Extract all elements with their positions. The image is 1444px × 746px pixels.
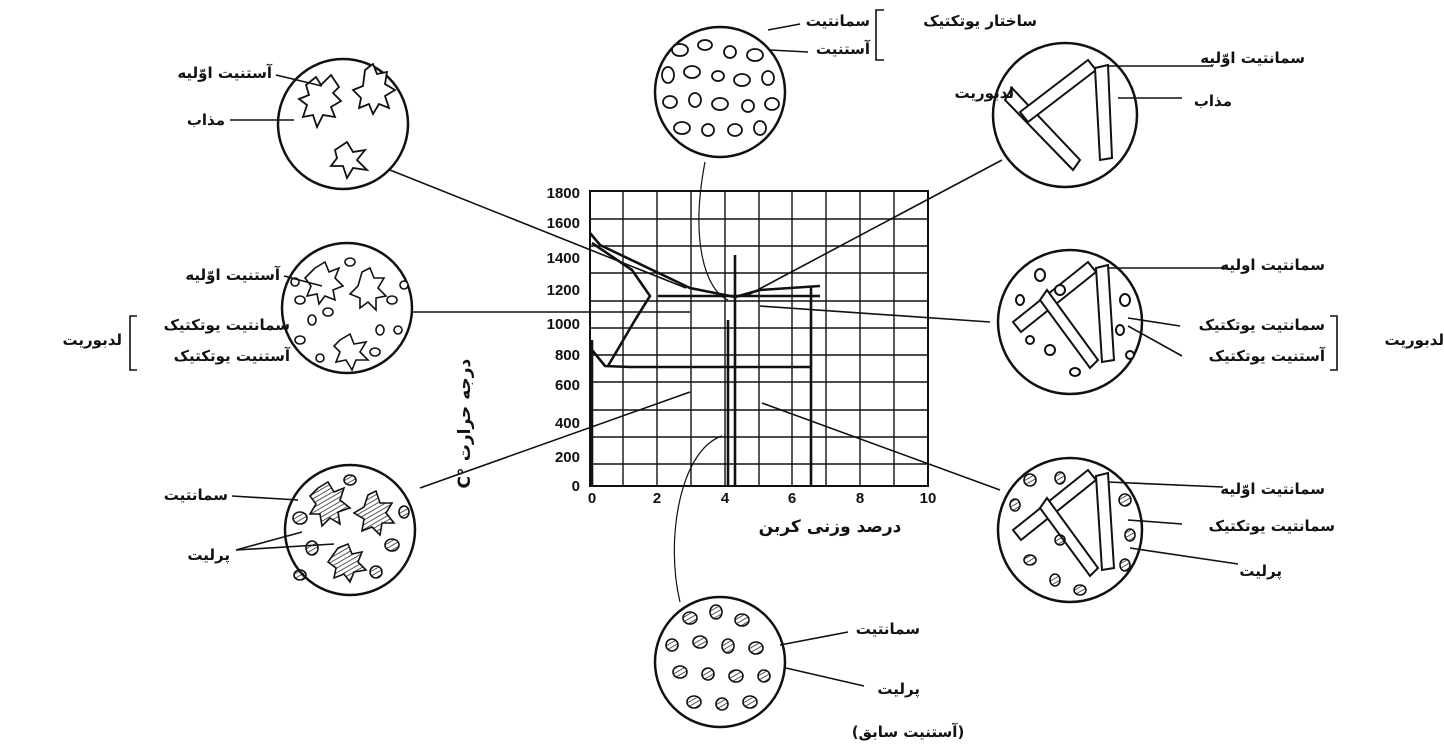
label-eutectic-structure: ساختار یوتکتیک [923, 12, 1037, 30]
y-tick-labels: 0 200 400 600 800 1000 1200 1400 1600 18… [547, 185, 580, 495]
x-tick: 10 [920, 490, 937, 507]
label-primary-austenite: آستنیت اوّلیه [177, 64, 273, 82]
label-eutectic-cementite: سمانتیت یوتکتیک [164, 316, 290, 334]
x-tick: 2 [653, 490, 661, 507]
label-primary-cementite: سمانتیت اوّلیه [1200, 49, 1305, 67]
label-ledeburite: لدبوریت [955, 84, 1014, 102]
y-tick: 1800 [547, 185, 580, 202]
label-pearlite: پرلیت [877, 680, 920, 699]
y-axis-unit-wrap: C° [455, 468, 475, 489]
micrograph-bottom-center-labels: سمانتیت پرلیت (آستنیت سابق) [780, 620, 964, 741]
y-axis-title: درجه حرارت [455, 358, 475, 461]
label-pearlite: پرلیت [187, 546, 230, 565]
micrograph-bottom-left [285, 465, 415, 595]
micrograph-top-left [278, 59, 408, 189]
micrograph-mid-right-labels: سمانتیت اولیه سمانتیت یوتکتیک آستنیت یوت… [1108, 256, 1444, 370]
label-eutectic-austenite: آستنیت یوتکتیک [174, 347, 291, 365]
label-primary-cementite: سمانتیت اولیه [1220, 256, 1325, 274]
label-former-austenite: (آستنیت سابق) [852, 723, 965, 741]
x-tick-labels: 0 2 4 6 8 10 [588, 490, 937, 507]
x-tick: 8 [856, 490, 864, 507]
label-melt: مذاب [187, 111, 225, 129]
micrograph-bottom-right [998, 458, 1142, 602]
phase-diagram-chart: 0 200 400 600 800 1000 1200 1400 1600 18… [455, 185, 936, 537]
label-cementite: سمانتیت [856, 620, 920, 638]
y-axis-unit: C° [455, 468, 475, 489]
x-tick: 0 [588, 490, 596, 507]
label-eutectic-cementite: سمانتیت یوتکتیک [1199, 316, 1325, 334]
x-tick: 4 [721, 490, 730, 507]
label-cementite: سمانتیت [806, 12, 870, 30]
micrograph-top-right [993, 43, 1137, 187]
label-ledeburite: لدبوریت [1385, 331, 1444, 349]
label-melt: مذاب [1194, 92, 1232, 110]
micrograph-mid-right [998, 250, 1142, 394]
label-primary-austenite: آستنیت اوّلیه [185, 266, 281, 284]
y-tick: 1200 [547, 282, 580, 299]
x-tick: 6 [788, 490, 796, 507]
y-axis-label: درجه حرارت [455, 358, 475, 461]
label-primary-cementite: سمانتیت اوّلیه [1220, 480, 1325, 498]
label-eutectic-austenite: آستنیت یوتکتیک [1209, 347, 1326, 365]
micrograph-mid-left [282, 243, 412, 373]
y-tick: 1400 [547, 250, 580, 267]
label-eutectic-cementite: سمانتیت یوتکتیک [1209, 517, 1335, 535]
micrograph-top-center-labels: سمانتیت آستنیت ساختار یوتکتیک [768, 10, 1037, 60]
label-austenite: آستنیت [816, 40, 871, 58]
micrograph-bottom-center [655, 597, 785, 727]
x-axis-label: درصد وزنی کربن [759, 517, 902, 537]
label-pearlite: پرلیت [1239, 562, 1282, 581]
micrograph-top-center [655, 27, 785, 157]
label-cementite: سمانتیت [164, 486, 228, 504]
label-ledeburite: لدبوریت [63, 331, 122, 349]
y-tick: 0 [572, 478, 580, 495]
y-tick: 1000 [547, 316, 580, 333]
y-tick: 200 [555, 449, 580, 466]
y-tick: 600 [555, 377, 580, 394]
y-tick: 400 [555, 415, 580, 432]
y-tick: 800 [555, 347, 580, 364]
micrograph-mid-left-labels: آستنیت اوّلیه سمانتیت یوتکتیک آستنیت یوت… [63, 266, 322, 370]
y-tick: 1600 [547, 215, 580, 232]
